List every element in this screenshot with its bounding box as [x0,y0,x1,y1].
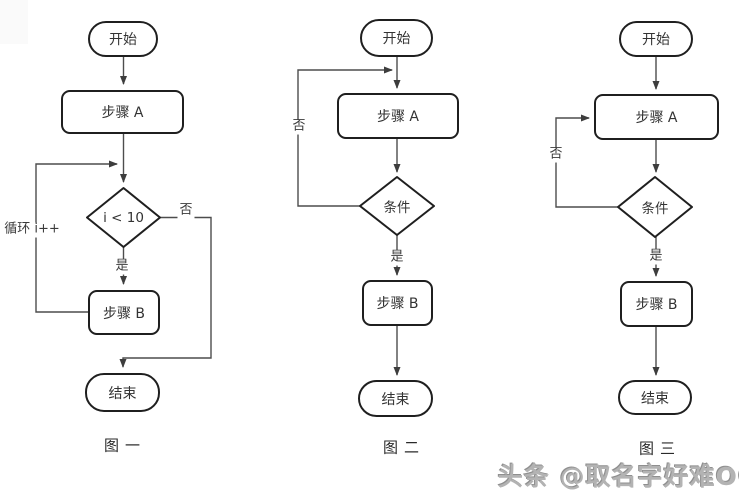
fig3-start-label: 开始 [642,32,670,48]
fig1-stepB-label: 步骤 B [102,305,146,322]
fig3-end-node: 结束 [618,380,692,415]
fig2-start-node: 开始 [360,19,433,57]
fig2-stepB-node: 步骤 B [362,280,433,326]
fig1-end-node: 结束 [85,373,160,412]
corner-artifact [0,0,28,44]
fig1-caption: 图一 [103,436,147,455]
fig2-end-label: 结束 [381,391,410,408]
fig2-start-label: 开始 [382,31,411,47]
fig1-edge-loop-back [35,160,118,313]
fig3-caption: 图三 [638,439,682,458]
fig3-stepA-label: 步骤 A [635,110,678,126]
fig3-no-label: 否 [547,146,565,163]
fig2-no-label: 否 [290,118,308,135]
fig2-stepA-node: 步骤 A [337,93,459,139]
fig1-yes-label: 是 [113,258,131,275]
fig3-end-label: 结束 [641,390,669,407]
fig2-stepA-label: 步骤 A [376,109,420,125]
fig3-decision-label: 条件 [641,201,669,217]
fig1-stepA-label: 步骤 A [101,105,144,121]
fig1-end-label: 结束 [108,385,137,402]
fig1-start-node: 开始 [88,21,158,57]
fig3-decision-diamond [617,176,693,238]
watermark-text: 头条 @取名字好难OO [497,462,739,491]
fig3-yes-label: 是 [647,248,665,265]
fig2-edge-no-loop-back [297,66,393,207]
fig1-start-label: 开始 [109,32,137,48]
fig3-start-node: 开始 [619,21,693,57]
fig1-decision-label: i < 10 [103,209,144,226]
fig3-stepB-node: 步骤 B [620,281,693,327]
fig2-caption: 图二 [382,438,426,457]
fig2-end-node: 结束 [358,380,433,417]
fig2-yes-label: 是 [388,249,406,266]
fig1-stepA-node: 步骤 A [61,90,184,134]
fig2-stepB-label: 步骤 B [376,296,419,312]
fig1-no-label: 否 [177,202,195,219]
fig3-edge-no-loop-back [555,114,618,208]
fig1-decision-diamond [86,187,161,248]
fig1-loop-label: 循环 i++ [2,221,62,238]
fig2-decision-diamond [359,176,435,236]
fig2-decision-label: 条件 [383,200,411,216]
fig3-stepA-node: 步骤 A [594,94,719,140]
fig3-stepB-label: 步骤 B [635,297,678,313]
fig1-stepB-node: 步骤 B [88,290,160,335]
